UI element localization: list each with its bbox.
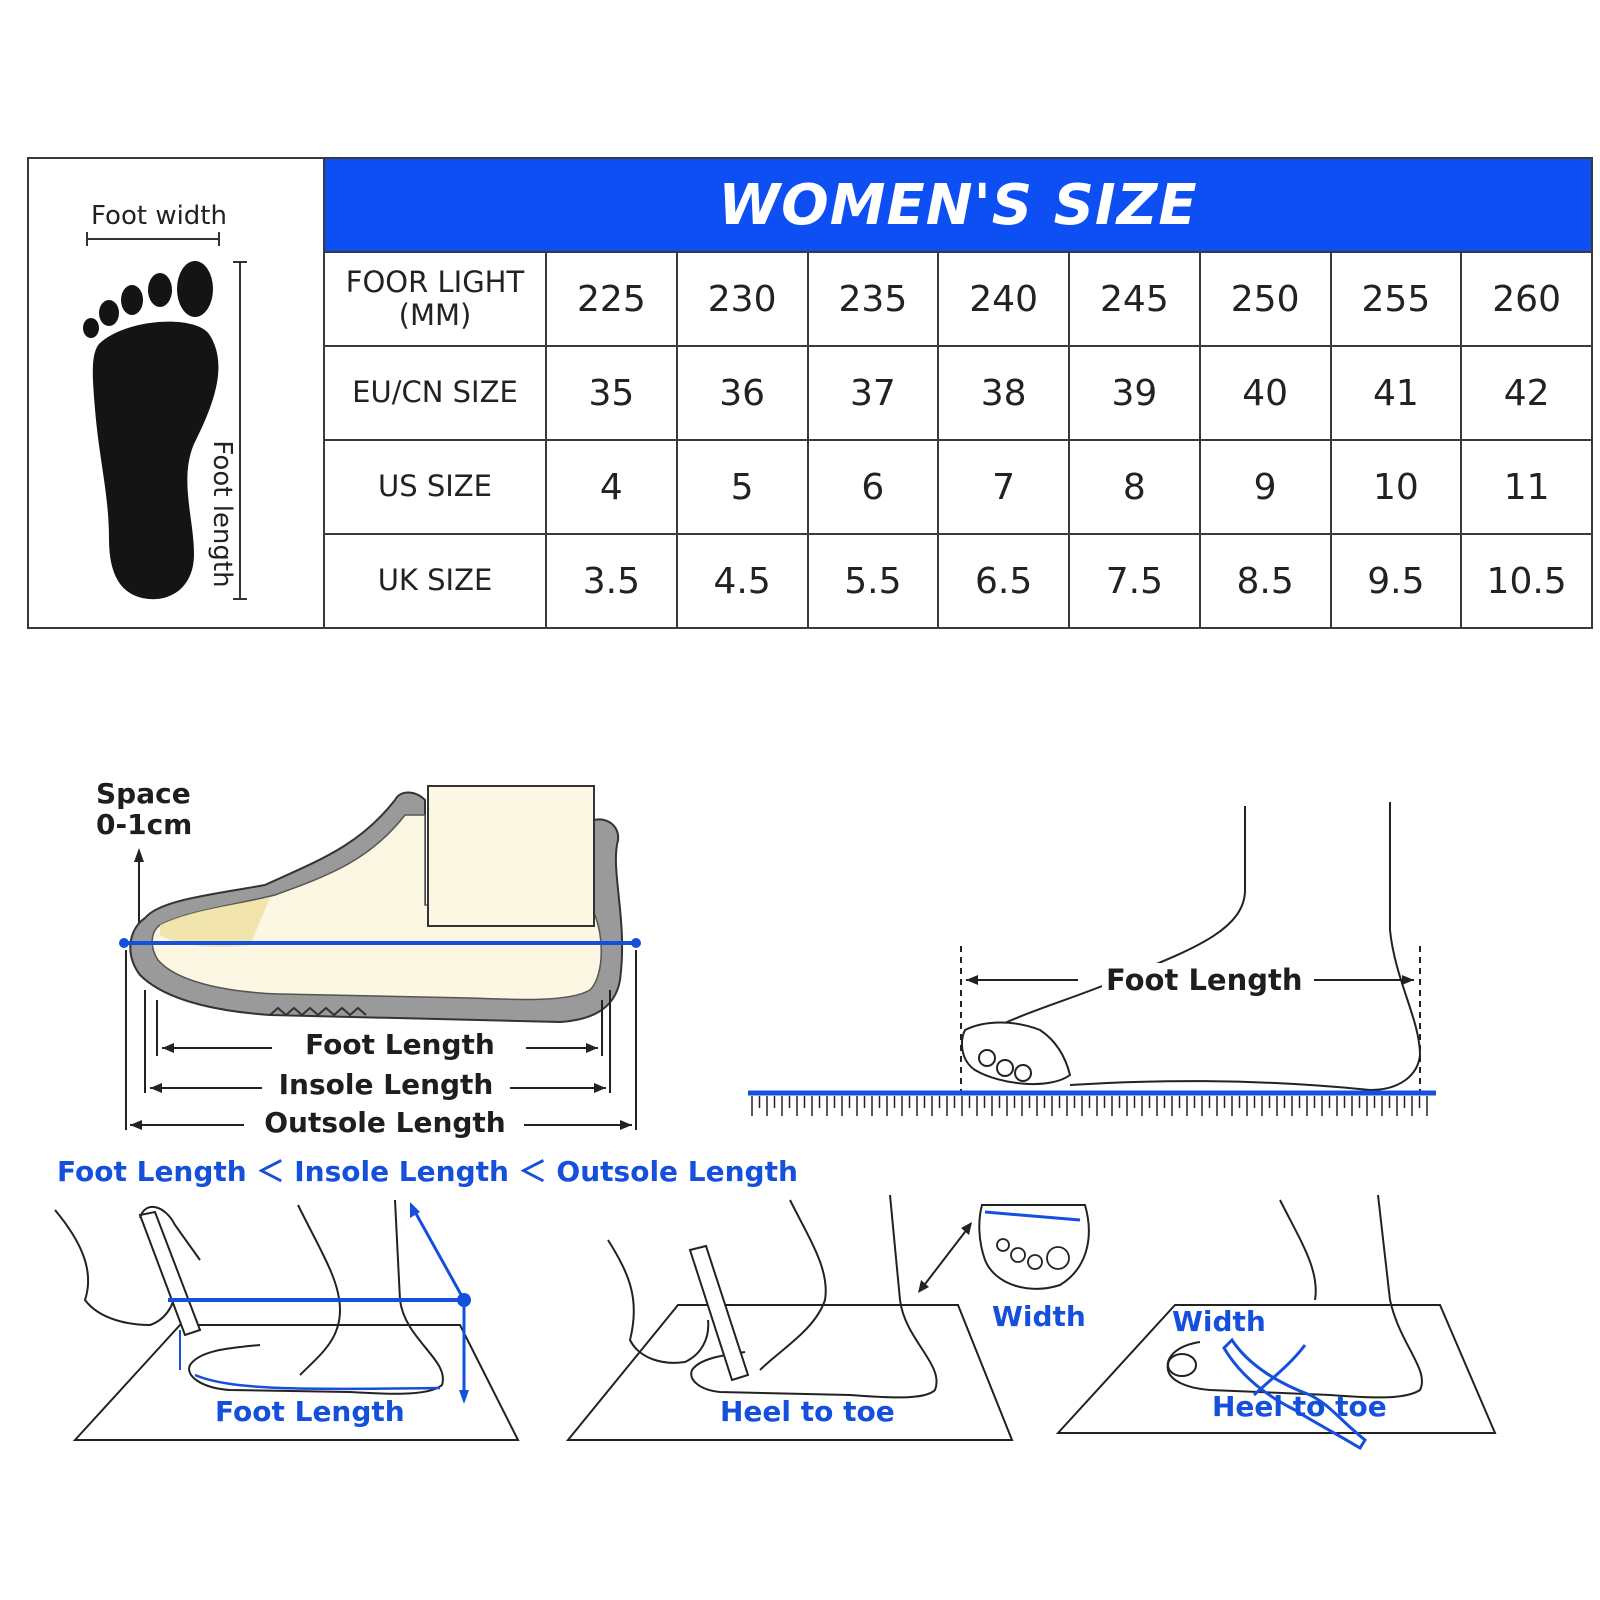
foot-length-dim-label: Foot Length [305,1028,495,1061]
size-cell: 11 [1460,439,1591,533]
size-cell: 37 [806,345,938,439]
title-bar: WOMEN'S SIZE [325,159,1591,251]
size-cell: 9.5 [1329,533,1461,627]
size-cell: 240 [937,251,1068,345]
step2-heel-to-toe-label: Heel to toe [720,1395,895,1428]
space-label-line2: 0-1cm [96,808,193,841]
size-cell: 41 [1329,345,1461,439]
size-cell: 5 [675,439,807,533]
step3-width-label: Width [1172,1305,1266,1338]
insole-length-dim-label: Insole Length [278,1068,494,1101]
toe-width-label: Width [992,1300,1086,1333]
size-cell: 5.5 [806,533,938,627]
size-cell: 6 [806,439,938,533]
table-title: WOMEN'S SIZE [718,172,1198,238]
size-cell: 250 [1198,251,1330,345]
size-cell: 36 [675,345,807,439]
size-cell: 39 [1068,345,1199,439]
row-header: FOOR LIGHT (MM) [325,251,545,345]
size-cell: 255 [1329,251,1461,345]
size-cell: 7 [937,439,1068,533]
step1-foot-length-label: Foot Length [215,1395,405,1428]
size-cell: 6.5 [937,533,1068,627]
size-cell: 10.5 [1460,533,1591,627]
ruler-ticks [751,1096,1428,1116]
size-cell: 260 [1460,251,1591,345]
row-header: UK SIZE [325,533,545,627]
foot-measure-panel: Foot width Foot length [29,159,325,627]
size-cell: 8.5 [1198,533,1330,627]
size-cell: 42 [1460,345,1591,439]
space-label-line1: Space [96,777,191,810]
step3-heel-to-toe-label: Heel to toe [1212,1390,1387,1423]
size-cell: 8 [1068,439,1199,533]
foot-width-label: Foot width [91,201,227,231]
size-cell: 7.5 [1068,533,1199,627]
ruler-foot-length-label: Foot Length [1102,963,1307,997]
size-cell: 4 [545,439,676,533]
size-chart-table: Foot width Foot length WOMEN'S SIZE FOOR… [27,157,1593,629]
footprint-icon [83,232,247,600]
size-cell: 225 [545,251,676,345]
size-cell: 40 [1198,345,1330,439]
size-cell: 4.5 [675,533,807,627]
size-cell: 235 [806,251,938,345]
size-cell: 230 [675,251,807,345]
row-header: US SIZE [325,439,545,533]
row-header: EU/CN SIZE [325,345,545,439]
length-comparison-label: Foot Length ＜ Insole Length ＜ Outsole Le… [57,1155,798,1188]
size-cell: 245 [1068,251,1199,345]
size-cell: 38 [937,345,1068,439]
size-cell: 3.5 [545,533,676,627]
size-cell: 9 [1198,439,1330,533]
size-cell: 35 [545,345,676,439]
space-label: Space 0-1cm [96,778,192,840]
outsole-length-dim-label: Outsole Length [264,1106,506,1139]
size-cell: 10 [1329,439,1461,533]
